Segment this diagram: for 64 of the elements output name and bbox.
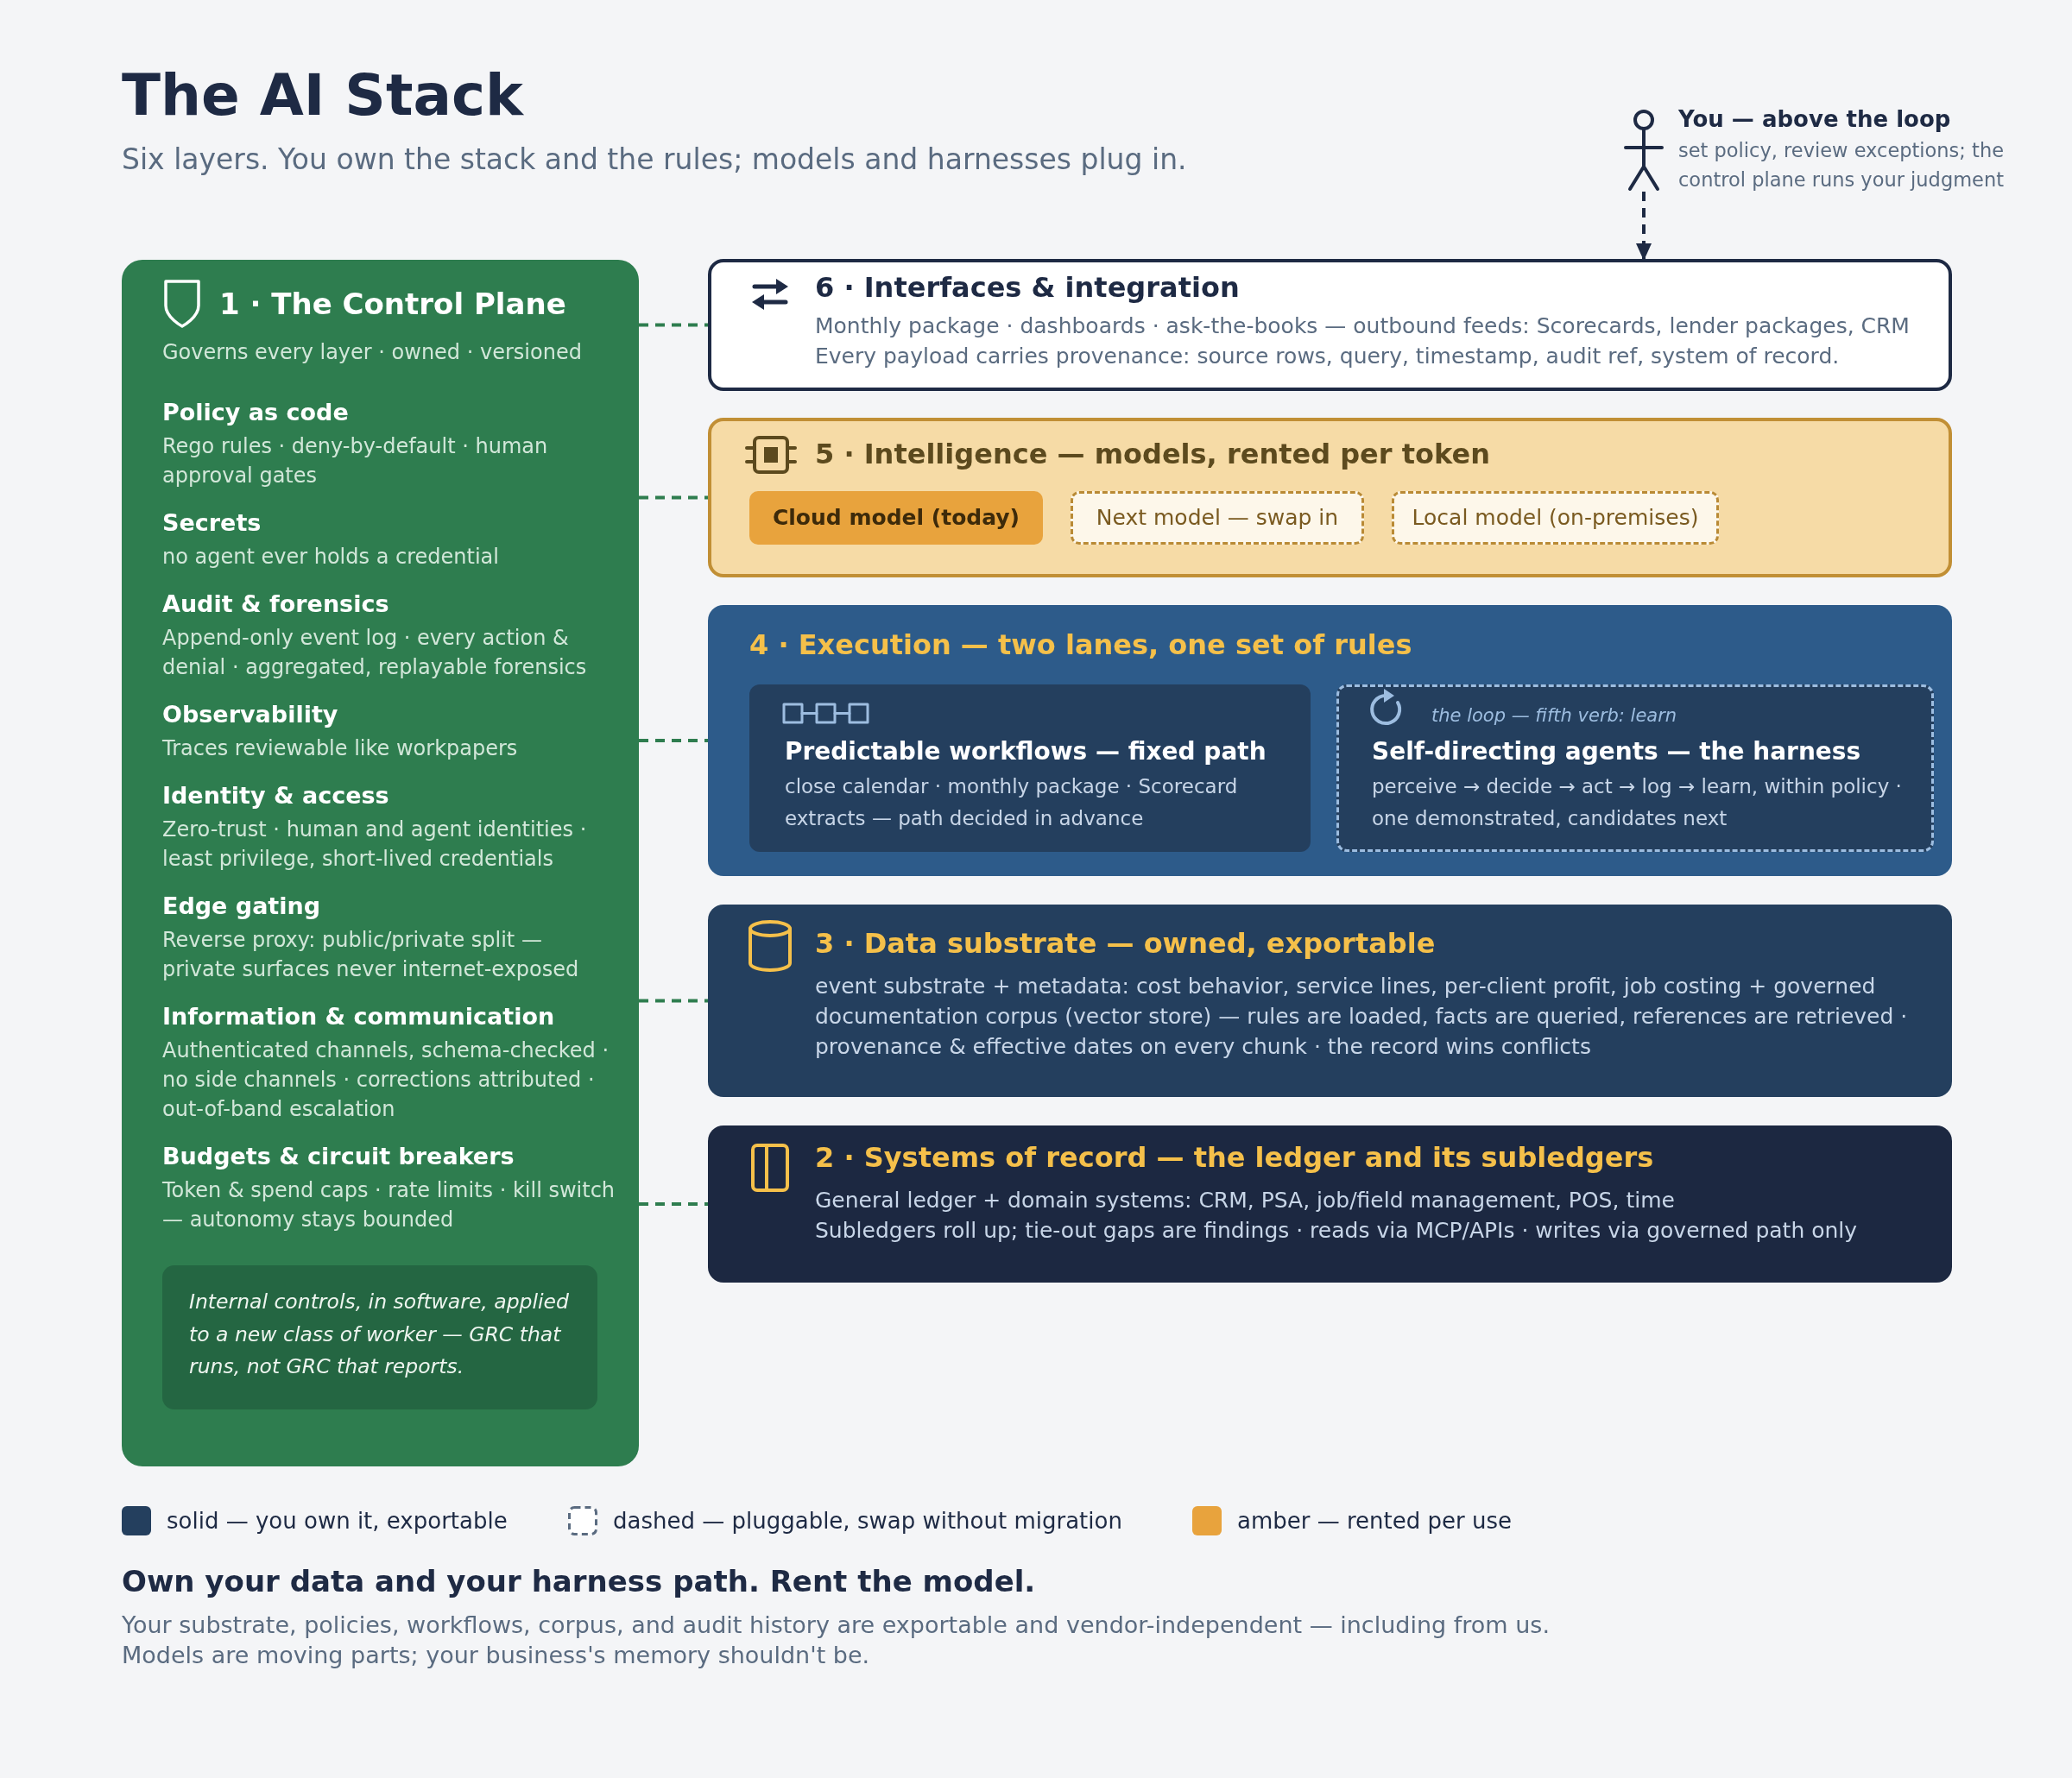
subtitle: Six layers. You own the stack and the rules; models and harnesses plug in. xyxy=(122,143,1188,176)
person-icon xyxy=(1624,110,1664,192)
lane-tagline: the loop — fifth verb: learn xyxy=(1431,704,1677,728)
section-text: Zero-trust · human and agent identities · least privilege, short-lived credentials xyxy=(162,816,588,873)
section-heading: Budgets & circuit breakers xyxy=(162,1144,515,1170)
takeaway-text: Your substrate, policies, workflows, corpus, and audit history are exportable and vendor-independent — including from us. Models are moving parts; your business's memory shouldn't be. xyxy=(122,1611,1551,1670)
layer-panel xyxy=(708,1125,1952,1283)
section-text: Authenticated channels, schema-checked · no side channels · corrections attributed · out-of-band escalation xyxy=(162,1037,610,1123)
panel-subtitle: Governs every layer · owned · versioned xyxy=(162,339,583,366)
dashed-connector xyxy=(639,739,708,742)
section-heading: Observability xyxy=(162,702,339,728)
model-tag xyxy=(749,491,1043,545)
model-name: Cloud model (today) xyxy=(772,505,1020,531)
layer-description: event substrate + metadata: cost behavior, service lines, per-client profit, job costing + governed documentation corpus (vector store) — rules are loaded, facts are queried, references are retrieved · provenance & effective dates on every chunk · the record wins conflicts xyxy=(815,973,1909,1061)
control-plane-panel xyxy=(122,260,639,1466)
section-text: Rego rules · deny-by-default · human approval gates xyxy=(162,433,549,489)
section-text: Append-only event log · every action & denial · aggregated, replayable forensics xyxy=(162,625,588,681)
lane-description: perceive → decide → act → log → learn, within policy · one demonstrated, candidates next xyxy=(1372,774,1903,831)
person-note: set policy, review exceptions; the control plane runs your judgment xyxy=(1678,138,2006,192)
takeaway-heading: Own your data and your harness path. Rent the model. xyxy=(122,1564,1037,1598)
section-text: Token & spend caps · rate limits · kill switch — autonomy stays bounded xyxy=(162,1177,616,1233)
layer-panel xyxy=(708,605,1952,876)
section-text: Reverse proxy: public/private split — private surfaces never internet-exposed xyxy=(162,927,580,983)
lane-description: close calendar · monthly package · Scorecard extracts — path decided in advance xyxy=(785,774,1239,831)
page-title: The AI Stack xyxy=(122,67,523,124)
section-heading: Audit & forensics xyxy=(162,591,390,617)
legend-label: amber — rented per use xyxy=(1237,1507,1512,1535)
model-tag xyxy=(1071,491,1364,545)
layer-title: 4 · Execution — two lanes, one set of rules xyxy=(749,627,1413,662)
layer-title: 5 · Intelligence — models, rented per token xyxy=(815,437,1491,471)
dashed-connector xyxy=(639,495,708,500)
panel-title: 1 · The Control Plane xyxy=(219,286,566,323)
quote-text: Internal controls, in software, applied to a new class of worker — GRC that runs, not GRC that reports. xyxy=(189,1289,570,1380)
dashed-connector xyxy=(639,999,708,1003)
model-name: Next model — swap in xyxy=(1096,505,1339,531)
model-tag xyxy=(1392,491,1719,545)
lane-panel xyxy=(749,684,1311,852)
layer-panel xyxy=(708,418,1952,577)
layer-title: 6 · Interfaces & integration xyxy=(815,270,1241,305)
layer-panel xyxy=(708,259,1952,391)
layer-title: 2 · Systems of record — the ledger and its subledgers xyxy=(815,1140,1655,1175)
layer-panel xyxy=(708,905,1952,1097)
section-text: no agent ever holds a credential xyxy=(162,544,500,571)
layer-title: 3 · Data substrate — owned, exportable xyxy=(815,926,1437,961)
legend-label: solid — you own it, exportable xyxy=(167,1507,508,1535)
dashed-connector xyxy=(639,323,708,327)
dashed-arrow xyxy=(1636,192,1652,261)
layer-description: Every payload carries provenance: source rows, query, timestamp, audit ref, system of record. xyxy=(815,343,1841,370)
section-heading: Information & communication xyxy=(162,1004,556,1030)
layer-description: General ledger + domain systems: CRM, PSA, job/field management, POS, time xyxy=(815,1187,1676,1214)
lane-title: Predictable workflows — fixed path xyxy=(785,736,1267,767)
section-heading: Edge gating xyxy=(162,893,322,919)
section-heading: Identity & access xyxy=(162,783,390,809)
dashed-connector xyxy=(639,1202,708,1206)
person-label: You — above the loop xyxy=(1678,105,1952,134)
lane-title: Self-directing agents — the harness xyxy=(1372,736,1862,767)
layer-description: Monthly package · dashboards · ask-the-books — outbound feeds: Scorecards, lender packages, CRM xyxy=(815,312,1911,340)
section-text: Traces reviewable like workpapers xyxy=(162,735,519,762)
layer-description: Subledgers roll up; tie-out gaps are findings · reads via MCP/APIs · writes via governed path only xyxy=(815,1217,1859,1245)
model-name: Local model (on-premises) xyxy=(1412,505,1699,531)
section-heading: Policy as code xyxy=(162,400,350,426)
lane-panel xyxy=(1336,684,1934,852)
legend-label: dashed — pluggable, swap without migration xyxy=(613,1507,1122,1535)
section-heading: Secrets xyxy=(162,510,262,536)
